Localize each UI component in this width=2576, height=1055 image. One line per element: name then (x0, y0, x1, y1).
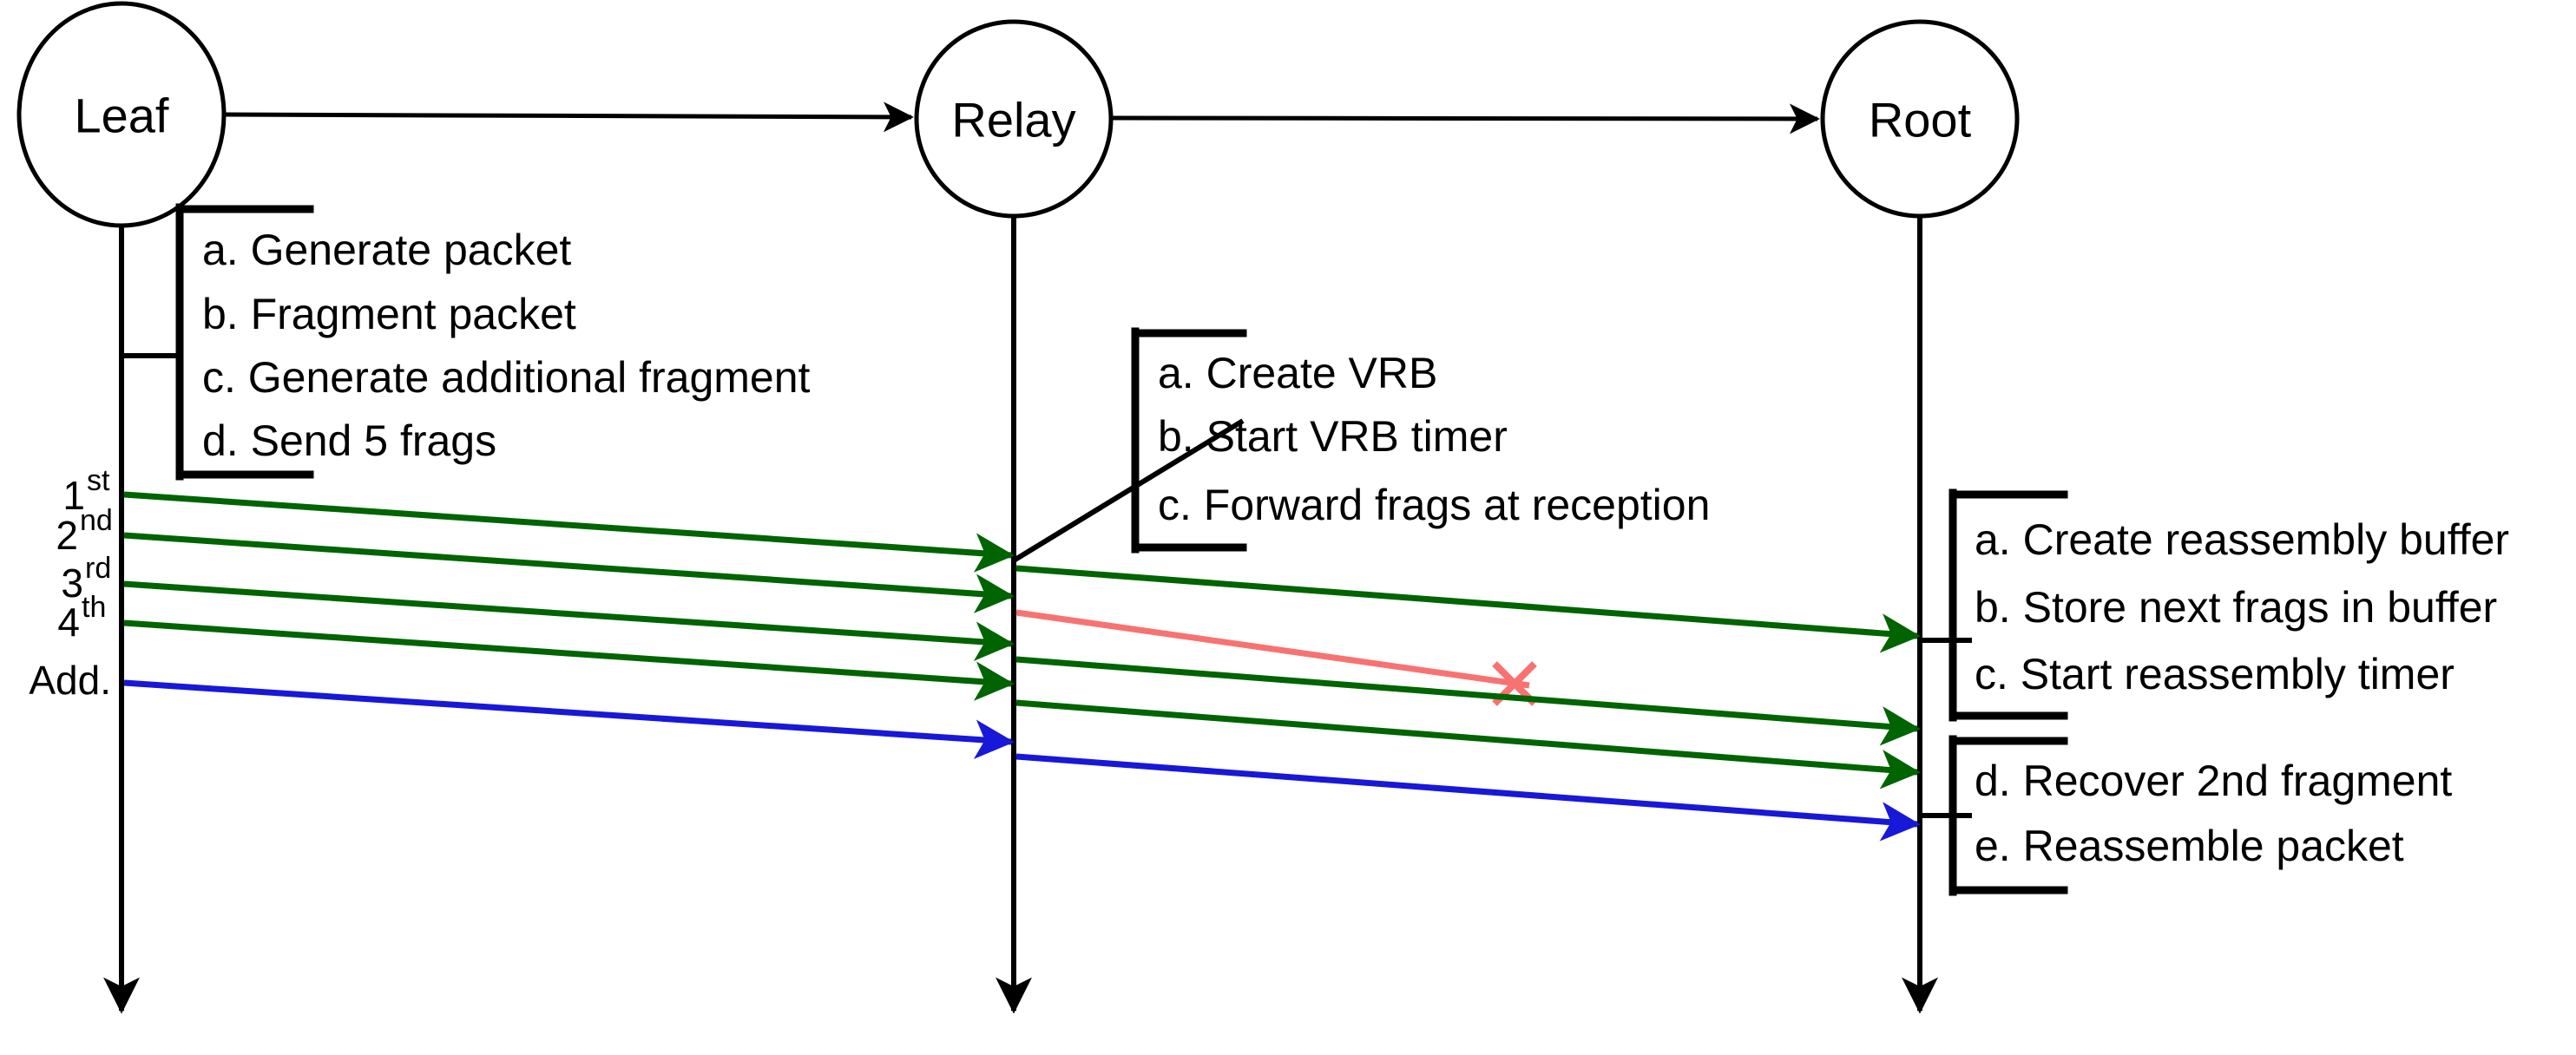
root-node-label: Root (1869, 93, 1972, 147)
root-node-shape (1820, 19, 2020, 219)
root-annotation-1-line-1: a. Create reassembly buffer (1975, 515, 2509, 564)
message-add-relay-root[interactable] (1015, 753, 1921, 842)
message-4th-relay-root[interactable] (1015, 699, 1921, 790)
leaf-node-label: Leaf (75, 88, 169, 143)
message-1st-relay-root[interactable] (1015, 565, 1921, 653)
message-3rd-relay-root[interactable] (1015, 656, 1921, 746)
fragment-label-3rd: 3 rd (61, 552, 111, 606)
message-2nd-leaf-relay[interactable] (123, 532, 1015, 613)
messages-leaf-to-relay (123, 491, 1015, 759)
topology-links (225, 102, 1820, 134)
message-add-leaf-relay[interactable] (123, 679, 1015, 759)
root-annotation-2-bracket (1948, 735, 2068, 896)
leaf-annotation-line-3: c. Generate additional fragment (202, 353, 811, 402)
root-annotation-1-line-2: b. Store next frags in buffer (1975, 583, 2497, 632)
root-annotation-1-bracket (1948, 488, 2068, 722)
svg-text:rd: rd (85, 552, 111, 585)
root-annotation-2-line-1: d. Recover 2nd fragment (1975, 757, 2452, 805)
relay-annotation-line-2: b. Start VRB timer (1158, 412, 1508, 461)
message-4th-leaf-relay[interactable] (123, 619, 1015, 701)
svg-text:nd: nd (80, 504, 113, 537)
relay-node-shape (914, 19, 1114, 219)
annotation-root-actions-1: a. Create reassembly buffer b. Store nex… (1920, 488, 2509, 722)
annotation-root-actions-2: d. Recover 2nd fragment e. Reassemble pa… (1920, 735, 2452, 896)
messages-relay-to-root (1015, 565, 1921, 842)
node-root[interactable]: Root (1820, 19, 2020, 219)
relay-annotation-line-1: a. Create VRB (1158, 349, 1437, 397)
leaf-annotation-line-1: a. Generate packet (202, 226, 571, 274)
fragment-label-add: Add. (29, 658, 111, 703)
fragment-labels: 1 st 2 nd 3 rd 4 th Add. (29, 464, 112, 703)
root-annotation-2-line-2: e. Reassemble packet (1975, 822, 2404, 870)
svg-text:4: 4 (57, 600, 80, 645)
leaf-node-shape (16, 1, 227, 228)
node-relay[interactable]: Relay (914, 19, 1114, 219)
svg-text:1: 1 (62, 473, 85, 518)
svg-text:3: 3 (61, 560, 83, 606)
annotation-leaf-actions: a. Generate packet b. Fragment packet c.… (122, 203, 811, 481)
link-leaf-to-relay (225, 102, 914, 133)
svg-text:st: st (87, 464, 110, 497)
message-3rd-leaf-relay[interactable] (123, 580, 1015, 661)
svg-text:2: 2 (56, 513, 78, 558)
relay-annotation-bracket (1131, 327, 1247, 554)
leaf-annotation-bracket (175, 203, 314, 481)
message-2nd-relay-root-lost[interactable] (1015, 609, 1537, 706)
leaf-annotation-line-4: d. Send 5 frags (202, 416, 496, 465)
lost-fragment-line (1015, 609, 1530, 689)
relay-annotation-line-3: c. Forward frags at reception (1158, 481, 1710, 529)
relay-annotation-connector (1012, 418, 1245, 563)
link-relay-to-root (1112, 103, 1820, 134)
leaf-annotation-line-2: b. Fragment packet (202, 290, 576, 338)
message-1st-leaf-relay[interactable] (123, 491, 1015, 573)
relay-node-label: Relay (951, 93, 1075, 147)
root-annotation-1-line-3: c. Start reassembly timer (1975, 650, 2454, 698)
fragment-label-4th: 4 th (57, 591, 106, 645)
fragment-label-1st: 1 st (62, 464, 110, 518)
fragment-label-2nd: 2 nd (56, 504, 112, 558)
svg-text:th: th (82, 591, 106, 624)
annotation-relay-actions: a. Create VRB b. Start VRB timer c. Forw… (1012, 327, 1710, 563)
node-leaf[interactable]: Leaf (16, 1, 227, 228)
